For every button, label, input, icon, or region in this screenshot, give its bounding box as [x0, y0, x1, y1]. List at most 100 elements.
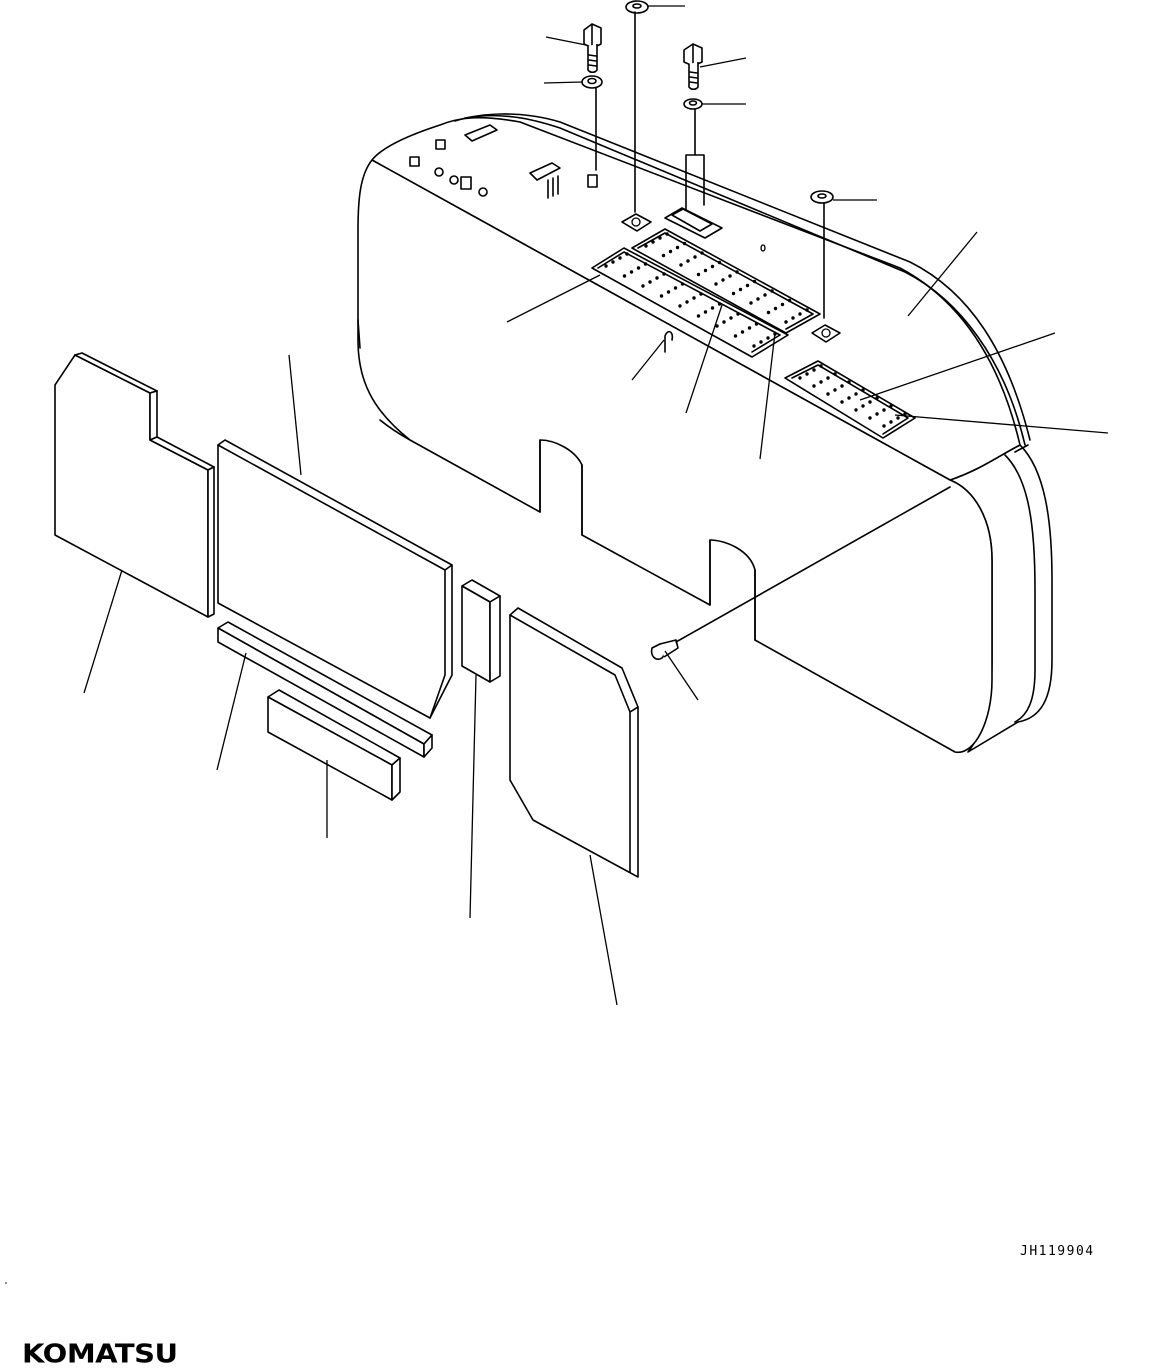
pad-dot	[715, 324, 719, 328]
pad-dot	[728, 274, 732, 278]
pad-dot	[629, 270, 634, 274]
pad-dot	[604, 264, 608, 268]
pad-dot	[685, 300, 689, 304]
pad-dot	[735, 270, 739, 274]
pad-dot	[740, 330, 745, 334]
pad-dot	[882, 408, 886, 412]
clip-fastener	[650, 639, 679, 661]
pad-dot	[868, 400, 872, 404]
pad-dot	[625, 252, 629, 256]
pad-dot	[763, 293, 767, 297]
pad-dot	[658, 236, 662, 240]
pad-dot	[666, 290, 671, 294]
callout-leaders	[83, 5, 1109, 1006]
pad-dot	[721, 278, 725, 282]
pad-dot	[714, 282, 718, 286]
washer-right	[683, 98, 703, 110]
pad-dot	[784, 320, 788, 324]
pad-dot	[759, 340, 763, 344]
pad-dot	[840, 384, 844, 388]
mounting-seats	[621, 207, 841, 353]
pad-dot	[680, 282, 685, 286]
pad-dot	[752, 279, 757, 284]
pad-dot	[766, 336, 770, 340]
washer-side	[810, 190, 834, 204]
foam-strip-2	[267, 689, 401, 801]
pad-dot	[868, 416, 872, 420]
washer-top	[625, 0, 649, 14]
pad-dot	[636, 266, 641, 270]
top-fittings	[409, 124, 766, 252]
pad-dot	[819, 364, 823, 368]
pad-dot	[847, 396, 851, 400]
pad-dot	[752, 344, 756, 348]
pad-dot	[854, 392, 858, 396]
pad-dot-pattern	[604, 232, 907, 428]
pad-dot	[903, 412, 907, 416]
pad-dot	[766, 310, 771, 315]
pad-dot	[780, 302, 785, 307]
pad-dot	[696, 272, 701, 277]
pad-dot	[661, 253, 666, 258]
pad-dot	[733, 334, 738, 338]
pad-dot	[798, 376, 802, 380]
pad-dot	[703, 268, 708, 273]
pad-dot	[722, 320, 726, 324]
pad-dot	[736, 312, 740, 316]
pad-dot	[679, 263, 683, 267]
pad-dot	[655, 276, 659, 280]
foam-panel-2	[217, 439, 453, 719]
bolt-right	[683, 43, 703, 91]
pad-dot	[826, 392, 830, 396]
foam-block	[461, 579, 501, 683]
pad-dot	[889, 404, 893, 408]
pad-dot	[665, 232, 669, 236]
pad-dot	[805, 308, 809, 312]
pad-dot	[882, 424, 886, 428]
pad-dot	[747, 326, 752, 330]
pad-dot	[710, 264, 715, 269]
pad-dot	[731, 291, 736, 296]
pad-dot	[641, 284, 645, 288]
rubber-pad-b	[631, 228, 821, 334]
pad-dot	[847, 380, 851, 384]
pad-dot	[787, 298, 792, 303]
brand-logo: KOMATSU	[22, 1338, 178, 1369]
pad-dot	[644, 244, 648, 248]
pad-dot	[805, 372, 809, 376]
pad-dot	[840, 400, 844, 404]
pad-dot	[812, 368, 816, 372]
pad-dot	[686, 259, 690, 263]
pad-dot	[673, 286, 678, 290]
foam-strip-1	[217, 621, 433, 758]
pad-dot	[861, 388, 865, 392]
washer-left	[581, 75, 603, 89]
pad-dot	[875, 412, 879, 416]
pad-dot	[611, 260, 615, 264]
pad-dot	[756, 297, 760, 301]
pad-dot	[889, 420, 893, 424]
pad-dot	[699, 292, 703, 296]
pad-dot	[668, 249, 673, 254]
pad-dot	[662, 272, 666, 276]
clip-guide	[675, 486, 951, 643]
pad-dot	[678, 304, 682, 308]
pad-dot	[833, 388, 837, 392]
pad-dot	[798, 312, 802, 316]
pad-dot	[875, 396, 879, 400]
pad-dot	[812, 384, 816, 388]
pad-dot	[696, 314, 701, 318]
pad-dot	[819, 380, 823, 384]
pad-dot	[700, 251, 704, 255]
pad-dot	[770, 289, 774, 293]
pad-dot	[643, 262, 648, 266]
pad-dot	[717, 302, 722, 306]
pad-dot	[710, 306, 715, 310]
pad-dot	[791, 316, 795, 320]
pad-dot	[826, 376, 830, 380]
pad-dot	[745, 283, 750, 288]
pad-dot	[692, 296, 696, 300]
foam-panel-1	[54, 352, 215, 618]
pad-dot	[693, 255, 697, 259]
